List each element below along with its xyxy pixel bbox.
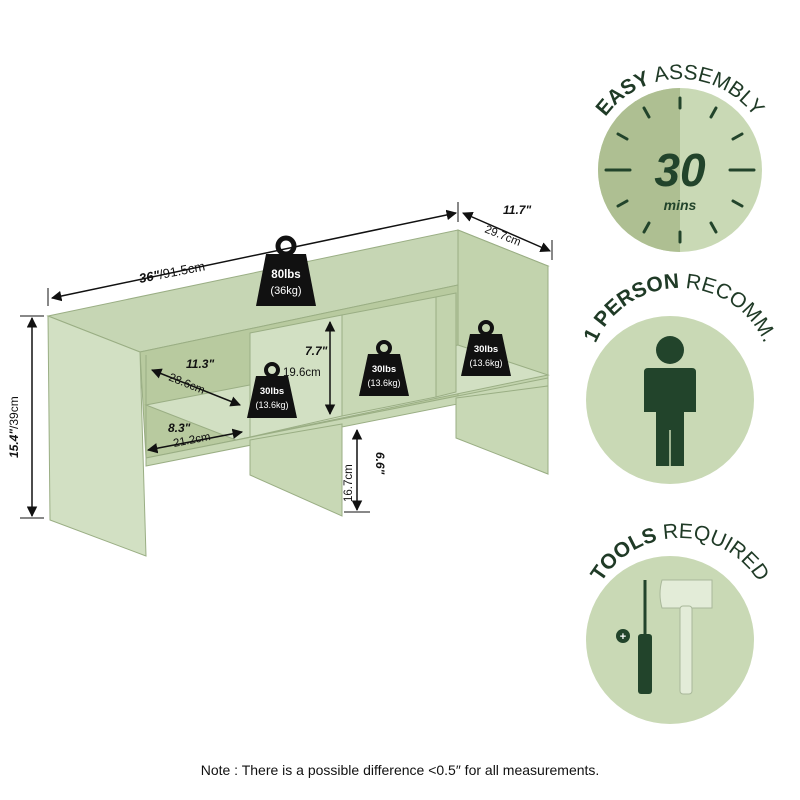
cubby-height-cm: 19.6cm <box>283 367 321 379</box>
badge-tools-required: TOOLS REQUIRED + <box>586 520 774 724</box>
leg-middle <box>249 423 343 517</box>
measurement-note: Note : There is a possible difference <0… <box>200 762 600 778</box>
badge-one-person: 1 PERSON RECOMM. <box>579 270 781 484</box>
svg-text:36"/91.5cm: 36"/91.5cm <box>138 258 207 285</box>
weight-shelf-3: 30lbs (13.6kg) <box>461 320 511 376</box>
shelf-3-weight-lbs: 30lbs <box>474 344 498 355</box>
person-icon <box>644 336 696 466</box>
screwdriver-icon: + <box>616 580 652 694</box>
width-cm: /91.5cm <box>158 258 206 282</box>
shelf-3-weight-kg: (13.6kg) <box>469 358 502 368</box>
cubby-width-inches: 8.3" <box>168 421 191 435</box>
hammer-icon <box>659 579 713 695</box>
shelf-1-weight-kg: (13.6kg) <box>255 400 288 410</box>
weight-top: 80lbs (36kg) <box>256 235 316 306</box>
shelf-2-weight-lbs: 30lbs <box>372 364 396 375</box>
weight-shelf-1: 30lbs (13.6kg) <box>247 362 297 418</box>
width-inches: 36" <box>138 267 162 286</box>
dimension-cubby-height: 7.7" 19.6cm <box>283 320 336 416</box>
divider-3 <box>435 292 457 398</box>
shelf-1-weight-lbs: 30lbs <box>260 386 284 397</box>
badge-easy-assembly: EASY ASSEMBLY 30 mins <box>591 61 769 252</box>
clearance-cm: 16.7cm <box>343 464 355 502</box>
clearance-inches: 6.6" <box>373 452 387 475</box>
svg-text:15.4"/39cm: 15.4"/39cm <box>7 396 21 458</box>
top-weight-kg: (36kg) <box>270 285 301 297</box>
inner-depth-inches: 11.3" <box>186 357 214 371</box>
top-weight-lbs: 80lbs <box>271 269 300 281</box>
svg-text:+: + <box>620 631 626 643</box>
cubby-height-inches: 7.7" <box>305 344 328 358</box>
shelf-left-panel <box>47 315 147 557</box>
weight-shelf-2: 30lbs (13.6kg) <box>359 340 409 396</box>
assembly-minutes: 30 <box>654 144 706 196</box>
height-cm: /39cm <box>7 396 21 429</box>
height-inches: 15.4" <box>7 429 21 458</box>
clock-elapsed <box>598 88 680 252</box>
clock-ticks <box>604 96 756 244</box>
dimension-clearance: 16.7cm 6.6" <box>343 428 387 513</box>
assembly-unit: mins <box>664 197 697 213</box>
leg-right <box>455 385 549 475</box>
dimension-height: 15.4"/39cm <box>7 315 44 519</box>
shelf-2-weight-kg: (13.6kg) <box>367 378 400 388</box>
depth-inches: 11.7" <box>503 203 531 217</box>
